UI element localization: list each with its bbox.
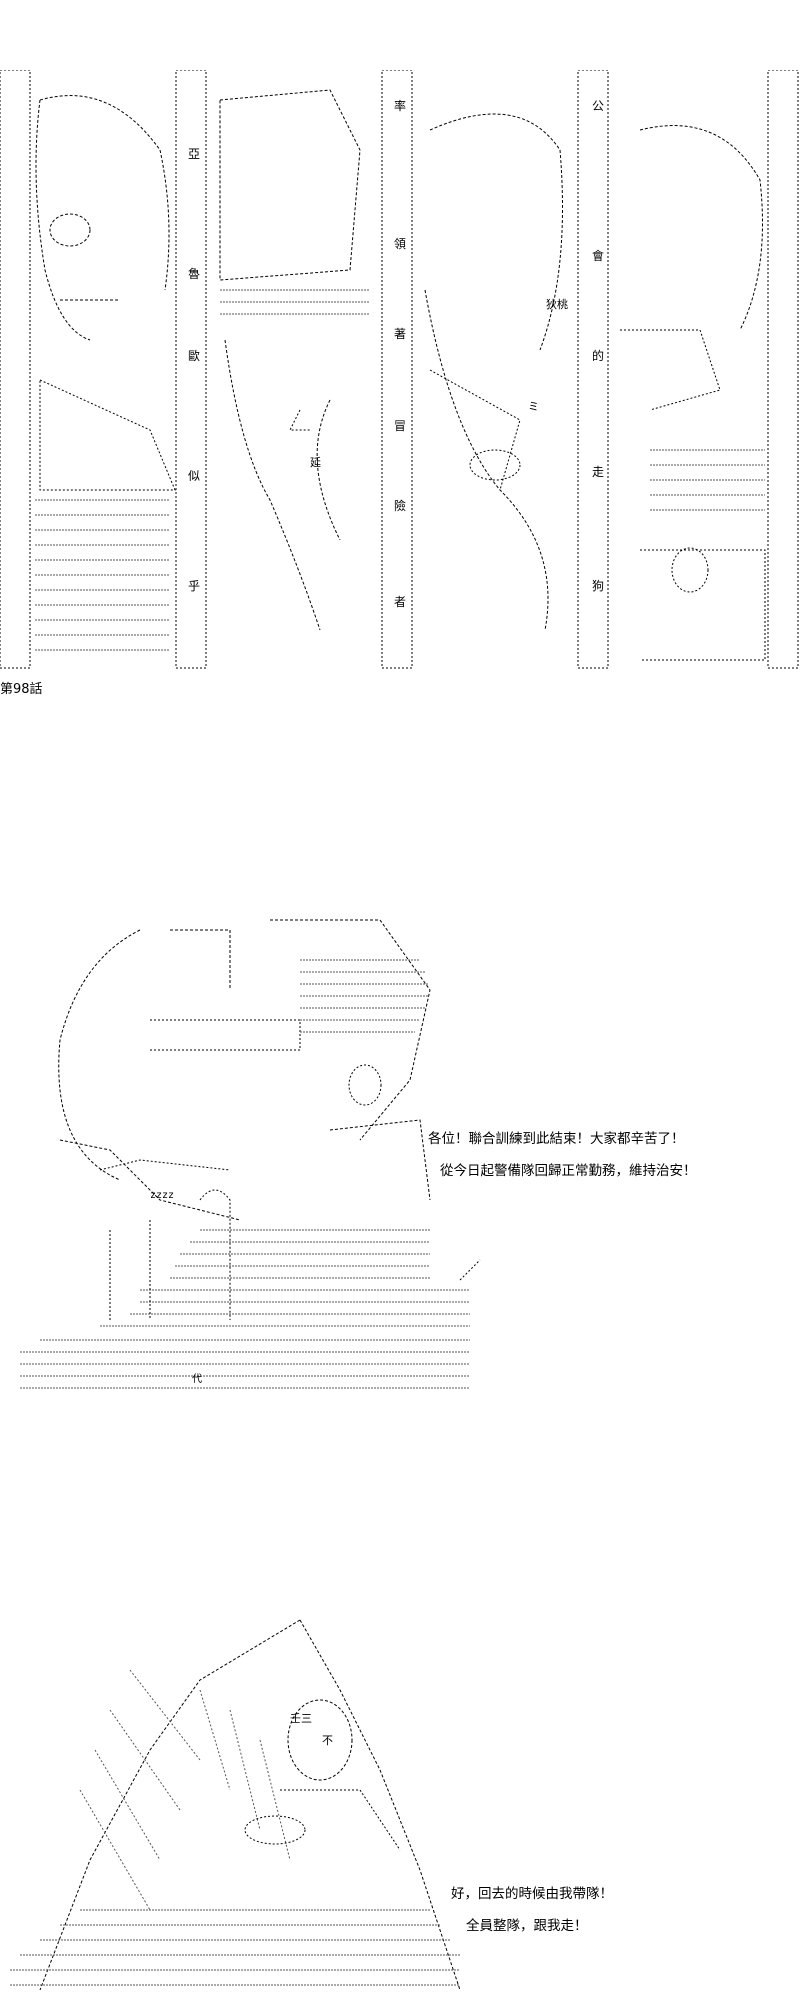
- column-label-char: 魯: [188, 267, 200, 281]
- column-label-char: 似: [188, 469, 200, 483]
- sound-effect: zzzz: [150, 1190, 174, 1201]
- column-separator-5: [767, 70, 799, 669]
- assembly-ascii-art: zzzz 代: [20, 919, 481, 1389]
- column-separator-2: [175, 70, 207, 669]
- sound-effect: 不: [322, 1734, 333, 1747]
- column-label-char: 公: [592, 99, 604, 113]
- leader-ascii-art: 壬三 不: [10, 1619, 461, 1991]
- character-three: [424, 113, 563, 631]
- sound-effect: 代: [192, 1373, 202, 1385]
- character-one: [35, 95, 176, 651]
- character-two: [219, 89, 370, 631]
- column-label-char: 者: [394, 595, 406, 609]
- column-label-char: 冒: [394, 419, 406, 433]
- column-label-char: 狗: [592, 579, 604, 593]
- speech-line: 從今日起警備隊回歸正常勤務，維持治安！: [440, 1163, 697, 1179]
- chapter-label: 第98話: [0, 682, 43, 697]
- title-panel: 亞 魯 率 領 著 公 會 的 歐 似 乎 冒 險 者 走 狗 狄桃 ミ 延: [0, 70, 805, 670]
- sign-text: 延: [310, 456, 321, 469]
- cloaked-leader: [39, 1619, 461, 1991]
- speech-line: 各位！聯合訓練到此結束！大家都辛苦了！: [428, 1131, 685, 1147]
- crowd-figures: [109, 1189, 481, 1320]
- armor-rows: [10, 1909, 460, 1986]
- speech-line: 好，回去的時候由我帶隊！: [451, 1886, 613, 1902]
- column-label-char: 著: [394, 327, 406, 341]
- column-label-char: 險: [394, 498, 406, 513]
- column-separator-4: [577, 70, 609, 669]
- crowd-base: [20, 1229, 470, 1389]
- column-label-char: 會: [592, 249, 604, 263]
- column-label-char: 歐: [188, 348, 200, 363]
- column-label-char: 走: [592, 465, 604, 479]
- speech-line: 全員整隊，跟我走！: [466, 1918, 588, 1934]
- column-label-char: 亞: [188, 147, 200, 161]
- column-label-char: 的: [592, 348, 604, 363]
- column-label-char: 率: [394, 98, 406, 113]
- sign-text: 狄桃: [546, 297, 568, 311]
- sleeping-character: [58, 929, 301, 1221]
- character-four: [620, 125, 766, 661]
- column-label-char: 乎: [188, 579, 200, 593]
- sound-effect: 壬三: [290, 1712, 312, 1725]
- column-label-char: 領: [394, 236, 406, 251]
- standing-figure: [270, 919, 431, 1201]
- sign-text: ミ: [528, 400, 539, 413]
- column-separator-1: [0, 70, 31, 669]
- title-ascii-art: 亞 魯 率 領 著 公 會 的 歐 似 乎 冒 險 者 走 狗 狄桃 ミ 延: [0, 70, 799, 669]
- speech-panel-assembly: zzzz 代: [0, 900, 805, 1460]
- speech-panel-leader: 壬三 不: [0, 1610, 805, 2000]
- column-separator-3: [381, 70, 413, 669]
